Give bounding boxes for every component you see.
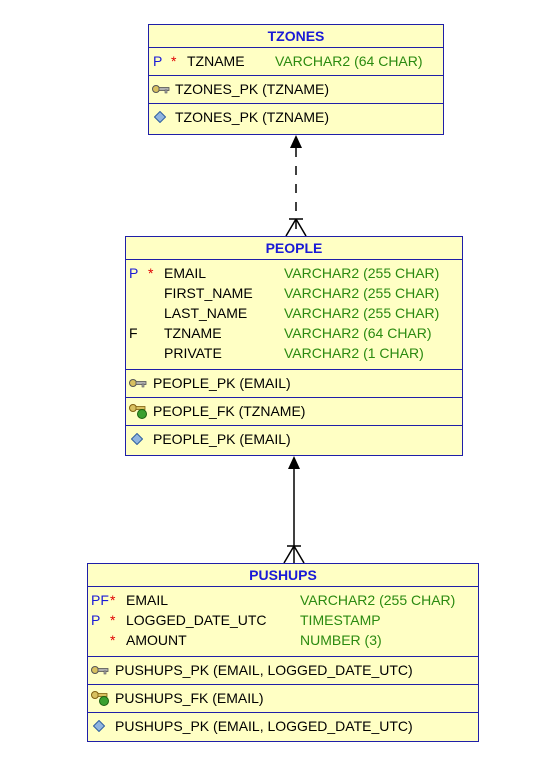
column-row[interactable]: F TZNAME VARCHAR2 (64 CHAR)	[126, 323, 462, 343]
foreign-key-row[interactable]: PUSHUPS_FK (EMAIL)	[88, 685, 478, 712]
foreign-key-section: PUSHUPS_FK (EMAIL)	[88, 685, 478, 713]
column-row[interactable]: PRIVATE VARCHAR2 (1 CHAR)	[126, 343, 462, 363]
column-name: AMOUNT	[126, 632, 187, 648]
primary-key-label: TZONES_PK (TZNAME)	[175, 81, 330, 97]
required-marker: *	[110, 592, 116, 608]
indexes-section: PEOPLE_PK (EMAIL)	[126, 426, 462, 456]
table-title: PEOPLE	[126, 237, 462, 260]
columns-section: PF * EMAIL VARCHAR2 (255 CHAR) P * LOGGE…	[88, 587, 478, 657]
primary-key-row[interactable]: PUSHUPS_PK (EMAIL, LOGGED_DATE_UTC)	[88, 657, 478, 684]
foreign-key-label: PEOPLE_FK (TZNAME)	[153, 403, 306, 419]
columns-section: P * EMAIL VARCHAR2 (255 CHAR) FIRST_NAME…	[126, 260, 462, 370]
required-marker: *	[148, 265, 154, 281]
foreign-key-icon	[91, 685, 109, 712]
indexes-section: PUSHUPS_PK (EMAIL, LOGGED_DATE_UTC)	[88, 713, 478, 743]
required-marker: *	[171, 53, 177, 69]
column-name: LOGGED_DATE_UTC	[126, 612, 267, 628]
required-marker: *	[110, 632, 116, 648]
foreign-key-section: PEOPLE_FK (TZNAME)	[126, 398, 462, 426]
primary-key-section: PEOPLE_PK (EMAIL)	[126, 370, 462, 398]
column-type: VARCHAR2 (255 CHAR)	[284, 265, 440, 281]
column-flag: P	[153, 53, 163, 69]
column-type: TIMESTAMP	[300, 612, 381, 628]
arrow-head-icon	[290, 135, 302, 148]
pushups-table[interactable]: PUSHUPS PF * EMAIL VARCHAR2 (255 CHAR) P…	[87, 563, 479, 742]
required-marker: *	[110, 612, 116, 628]
people-table[interactable]: PEOPLE P * EMAIL VARCHAR2 (255 CHAR) FIR…	[125, 236, 463, 456]
column-name: LAST_NAME	[164, 305, 248, 321]
index-label: PUSHUPS_PK (EMAIL, LOGGED_DATE_UTC)	[115, 718, 413, 734]
column-type: VARCHAR2 (64 CHAR)	[284, 325, 432, 341]
pushups-people-relationship	[283, 456, 305, 564]
table-title: PUSHUPS	[88, 564, 478, 587]
index-icon	[93, 713, 111, 740]
arrow-head-icon	[288, 456, 300, 469]
primary-key-icon	[129, 370, 147, 397]
primary-key-row[interactable]: TZONES_PK (TZNAME)	[149, 76, 443, 103]
people-tzones-relationship	[285, 135, 307, 237]
column-name: EMAIL	[164, 265, 207, 281]
column-type: VARCHAR2 (1 CHAR)	[284, 345, 424, 361]
column-row[interactable]: P * EMAIL VARCHAR2 (255 CHAR)	[126, 263, 462, 283]
column-flag: PF	[91, 592, 109, 608]
index-label: TZONES_PK (TZNAME)	[175, 109, 330, 125]
column-name: PRIVATE	[164, 345, 222, 361]
column-name: TZNAME	[164, 325, 222, 341]
primary-key-icon	[152, 76, 170, 103]
table-title: TZONES	[149, 25, 443, 48]
index-icon	[131, 426, 149, 453]
foreign-key-label: PUSHUPS_FK (EMAIL)	[115, 690, 264, 706]
index-icon	[154, 104, 172, 131]
keys-section: TZONES_PK (TZNAME)	[149, 76, 443, 104]
column-type: NUMBER (3)	[300, 632, 382, 648]
column-row[interactable]: * AMOUNT NUMBER (3)	[88, 630, 478, 650]
tzones-table[interactable]: TZONES P * TZNAME VARCHAR2 (64 CHAR) TZO…	[148, 24, 444, 135]
column-row[interactable]: FIRST_NAME VARCHAR2 (255 CHAR)	[126, 283, 462, 303]
primary-key-label: PEOPLE_PK (EMAIL)	[153, 375, 291, 391]
foreign-key-icon	[129, 398, 147, 425]
column-name: EMAIL	[126, 592, 169, 608]
primary-key-row[interactable]: PEOPLE_PK (EMAIL)	[126, 370, 462, 397]
column-row[interactable]: P * LOGGED_DATE_UTC TIMESTAMP	[88, 610, 478, 630]
column-name: TZNAME	[187, 53, 245, 69]
index-row[interactable]: TZONES_PK (TZNAME)	[149, 104, 443, 131]
column-type: VARCHAR2 (255 CHAR)	[300, 592, 456, 608]
column-row[interactable]: PF * EMAIL VARCHAR2 (255 CHAR)	[88, 590, 478, 610]
column-type: VARCHAR2 (255 CHAR)	[284, 305, 440, 321]
primary-key-section: PUSHUPS_PK (EMAIL, LOGGED_DATE_UTC)	[88, 657, 478, 685]
primary-key-label: PUSHUPS_PK (EMAIL, LOGGED_DATE_UTC)	[115, 662, 413, 678]
column-type: VARCHAR2 (64 CHAR)	[275, 53, 423, 69]
index-row[interactable]: PUSHUPS_PK (EMAIL, LOGGED_DATE_UTC)	[88, 713, 478, 740]
column-flag: P	[91, 612, 101, 628]
column-flag: F	[129, 325, 138, 341]
indexes-section: TZONES_PK (TZNAME)	[149, 104, 443, 134]
column-type: VARCHAR2 (255 CHAR)	[284, 285, 440, 301]
column-row[interactable]: P * TZNAME VARCHAR2 (64 CHAR)	[149, 51, 443, 71]
index-row[interactable]: PEOPLE_PK (EMAIL)	[126, 426, 462, 453]
columns-section: P * TZNAME VARCHAR2 (64 CHAR)	[149, 48, 443, 76]
primary-key-icon	[91, 657, 109, 684]
index-label: PEOPLE_PK (EMAIL)	[153, 431, 291, 447]
foreign-key-row[interactable]: PEOPLE_FK (TZNAME)	[126, 398, 462, 425]
column-row[interactable]: LAST_NAME VARCHAR2 (255 CHAR)	[126, 303, 462, 323]
column-name: FIRST_NAME	[164, 285, 253, 301]
column-flag: P	[129, 265, 139, 281]
